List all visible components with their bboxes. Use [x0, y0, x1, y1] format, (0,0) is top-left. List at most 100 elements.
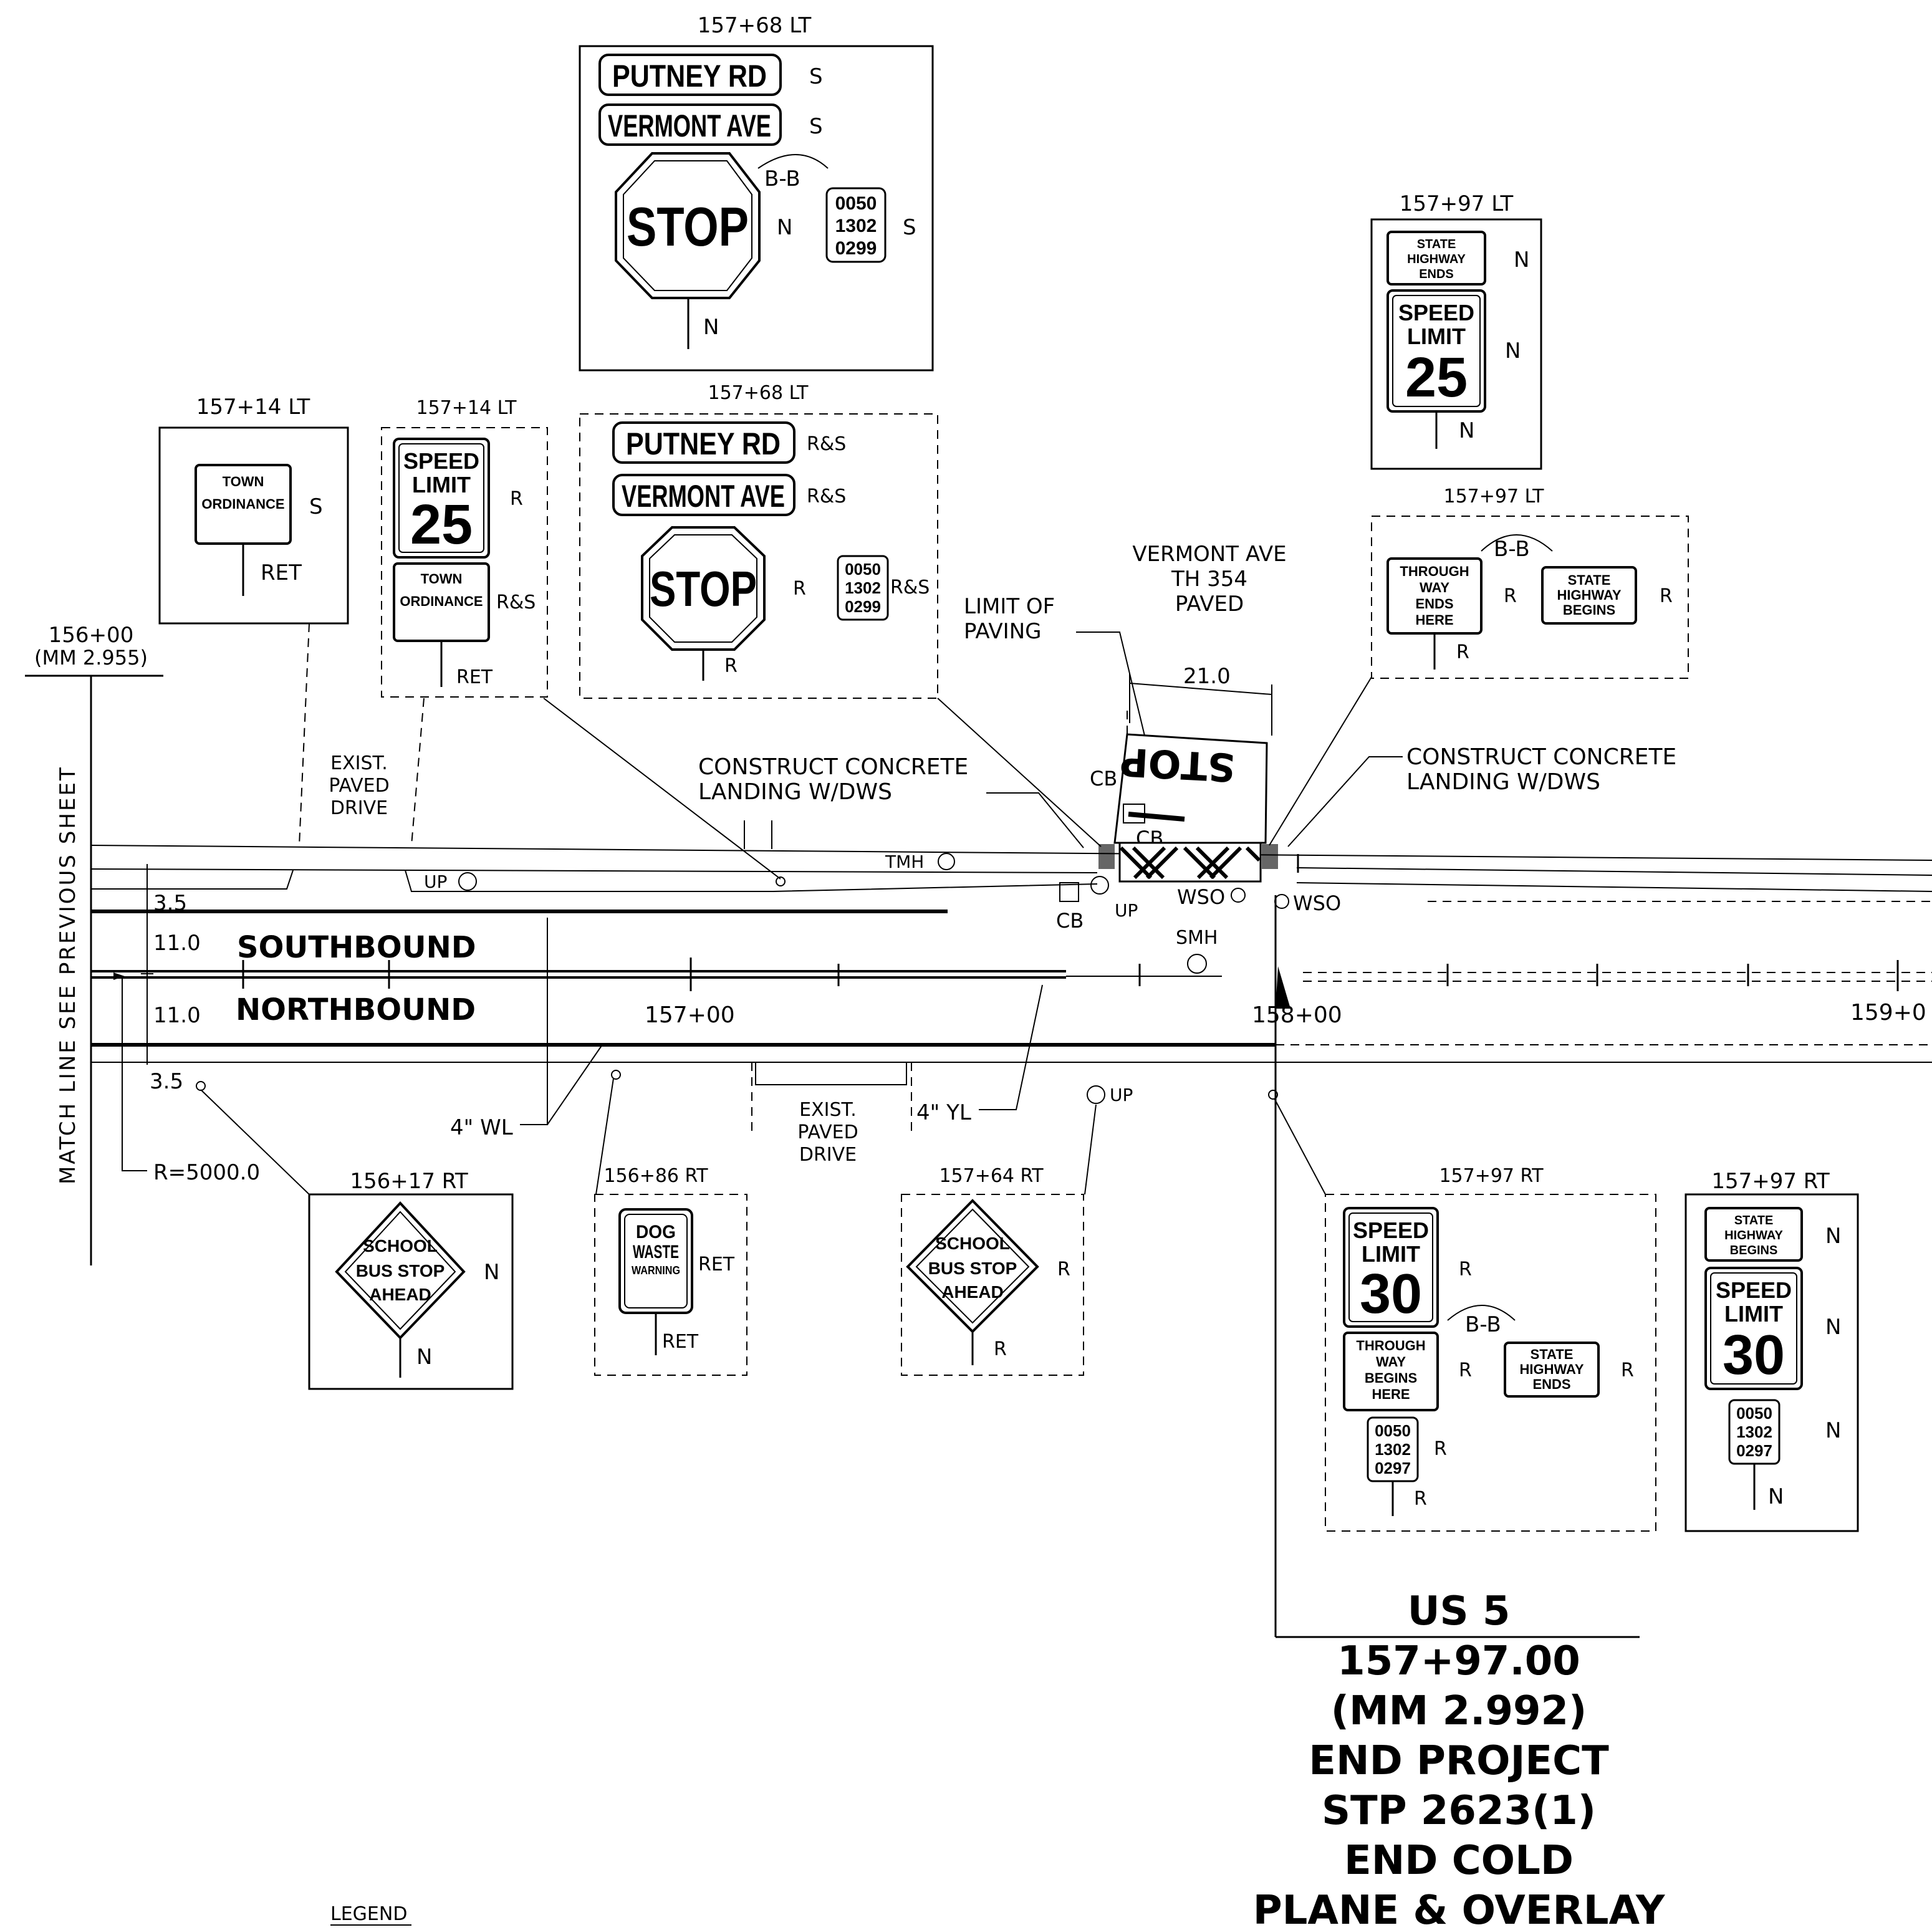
cb-label-2: CB: [1090, 767, 1117, 790]
s7-text-2: BUS STOP: [356, 1261, 445, 1280]
exist-drive-s-1: EXIST.: [799, 1099, 857, 1121]
up-label-3: UP: [1110, 1085, 1133, 1105]
s10-speed-1: SPEED: [1353, 1217, 1429, 1243]
s10-left-2: WAY: [1376, 1354, 1406, 1370]
s10-speed-limit-sign: [1343, 1207, 1439, 1328]
s1-tag-1: 0050: [835, 193, 877, 214]
s9-text-1: SCHOOL: [935, 1234, 1010, 1253]
s11-tag-2: 1302: [1736, 1423, 1772, 1441]
s11-top-1: STATE: [1734, 1214, 1774, 1227]
s1-bb: B-B: [764, 166, 800, 191]
limit-paving-1: LIMIT OF: [964, 594, 1055, 619]
s1-code-2: S: [809, 114, 823, 139]
match-station: 156+00: [49, 623, 134, 648]
s10-left-4: HERE: [1372, 1386, 1410, 1402]
end-us5: US 5: [1408, 1588, 1511, 1635]
exist-drive-s-2: PAVED: [797, 1121, 858, 1143]
s11-top-2: HIGHWAY: [1724, 1229, 1783, 1242]
wso-label-2: WSO: [1293, 891, 1341, 915]
s1-putney-sign: [598, 54, 782, 96]
wso-icon: [1231, 888, 1246, 903]
tmh-icon: [938, 853, 955, 870]
s6-right-2: HIGHWAY: [1557, 587, 1621, 603]
s5-vermont-text: VERMONT AVE: [622, 479, 785, 514]
dim-shoulder-sb: 3.5: [153, 891, 187, 916]
s4-ord-1: TOWN: [421, 571, 463, 587]
yl-label: 4" YL: [916, 1100, 971, 1125]
wl-label: 4" WL: [450, 1115, 513, 1140]
landing-left-2: LANDING W/DWS: [698, 779, 892, 805]
s5-stop-sign: [641, 526, 766, 651]
s7-code-1: N: [484, 1260, 499, 1285]
tmh-label: TMH: [885, 852, 924, 872]
s4-station: 157+14 LT: [416, 397, 517, 419]
vermont-label-2: TH 354: [1171, 567, 1247, 592]
s4-speed-1: SPEED: [403, 448, 479, 474]
s10-speed-2: LIMIT: [1362, 1241, 1420, 1267]
vermont-label-3: PAVED: [1175, 592, 1244, 617]
s11-speed-2: LIMIT: [1724, 1301, 1783, 1327]
s6-right-3: BEGINS: [1563, 602, 1615, 618]
end-cold-label: END COLD: [1344, 1838, 1574, 1884]
s11-state-hwy-begins-sign: [1704, 1207, 1803, 1262]
s11-num: 30: [1723, 1324, 1785, 1386]
s4-speed-limit-sign: [393, 438, 490, 559]
s6-bb: B-B: [1494, 537, 1530, 562]
exist-drive-n-1: EXIST.: [330, 752, 388, 774]
s2-speed-2: LIMIT: [1407, 324, 1466, 349]
smh-icon: [1187, 954, 1207, 974]
s2-code-post: N: [1459, 418, 1474, 443]
s7-text-1: SCHOOL: [363, 1236, 438, 1255]
s4-code-1: R: [510, 488, 523, 510]
exist-drive-s-3: DRIVE: [799, 1144, 857, 1166]
wso-icon-2: [1274, 894, 1289, 909]
s1-tag-sign: [825, 187, 887, 263]
s9-code-post: R: [994, 1338, 1007, 1360]
roadway: 3.5 11.0 11.0 3.5 SOUTHBOUND NORTHBOUND …: [90, 623, 1932, 1638]
s3-text-2: ORDINANCE: [201, 496, 284, 512]
s5-vermont-sign: [612, 474, 795, 516]
sign-panel-156-17-rt: 156+17 RT SCHOOL BUS STOP AHEAD N N: [308, 1169, 514, 1390]
s10-num: 30: [1360, 1263, 1422, 1325]
sign-panel-157-97-lt-proposed: 157+97 LT THROUGH WAY ENDS HERE R R B-B …: [1371, 486, 1689, 679]
end-station: 157+97.00: [1337, 1638, 1580, 1684]
end-project-note: US 5 157+97.00 (MM 2.992) END PROJECT ST…: [1253, 1588, 1665, 1930]
s6-left-4: HERE: [1415, 612, 1453, 628]
landing-left-1: CONSTRUCT CONCRETE: [698, 754, 968, 780]
match-line-label: MATCH LINE SEE PREVIOUS SHEET: [55, 766, 80, 1184]
s3-text-1: TOWN: [223, 474, 264, 489]
s4-speed-2: LIMIT: [412, 472, 471, 497]
s11-code-1: N: [1825, 1224, 1841, 1249]
s4-num: 25: [410, 494, 473, 556]
s6-code-1: R: [1504, 585, 1517, 607]
end-project-label: END PROJECT: [1309, 1738, 1609, 1784]
s8-station: 156+86 RT: [603, 1165, 708, 1187]
match-milemarker: (MM 2.955): [34, 646, 148, 670]
s5-code-4: R&S: [890, 577, 930, 598]
s5-tag-sign: [837, 555, 889, 621]
s11-speed-limit-sign: [1704, 1267, 1803, 1390]
s10-code-4: R: [1434, 1438, 1447, 1460]
s8-text-3: WARNING: [632, 1264, 680, 1277]
s11-top-3: BEGINS: [1730, 1244, 1778, 1257]
landing-right-1: CONSTRUCT CONCRETE: [1406, 744, 1676, 770]
s2-code-1: N: [1514, 247, 1529, 272]
dim-shoulder-nb: 3.5: [150, 1069, 183, 1094]
sign-panel-157-64-rt: 157+64 RT SCHOOL BUS STOP AHEAD R R: [901, 1165, 1084, 1376]
end-stp-number: STP 2623(1): [1322, 1788, 1596, 1834]
s10-left-1: THROUGH: [1356, 1338, 1425, 1353]
s10-right-3: ENDS: [1532, 1376, 1570, 1392]
s6-left-1: THROUGH: [1400, 564, 1469, 579]
s2-speed-1: SPEED: [1398, 300, 1474, 325]
s1-code-4: S: [903, 215, 916, 240]
s7-text-3: AHEAD: [369, 1285, 431, 1304]
exist-drive-n-2: PAVED: [329, 775, 389, 797]
s1-bb-arrow-icon: [757, 154, 829, 169]
s4-ord-2: ORDINANCE: [400, 593, 483, 609]
s6-right-1: STATE: [1568, 572, 1611, 588]
s1-putney-text: PUTNEY RD: [612, 59, 767, 94]
landing-right-2: LANDING W/DWS: [1406, 769, 1600, 795]
dim-lane-nb: 11.0: [153, 1003, 201, 1028]
s8-code-post: RET: [662, 1331, 699, 1353]
